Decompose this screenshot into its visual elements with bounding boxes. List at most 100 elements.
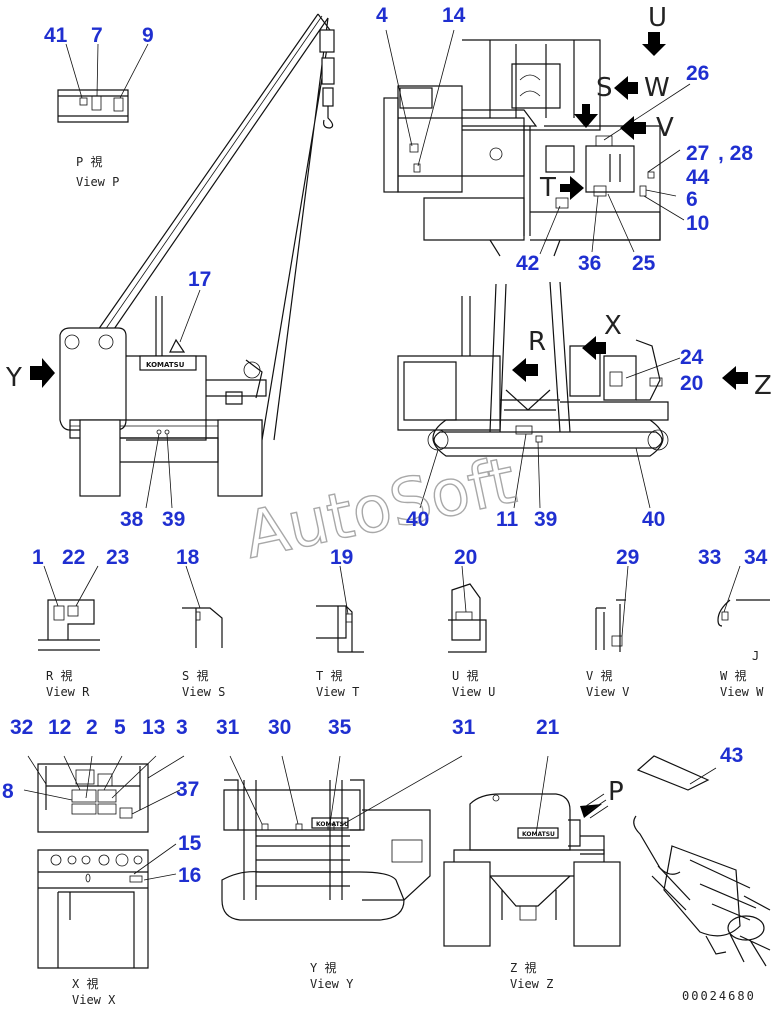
callout-20a: 20 xyxy=(680,372,703,395)
view-t-drawing xyxy=(316,565,364,653)
callout-43: 43 xyxy=(720,744,743,767)
callout-31a: 31 xyxy=(216,716,240,739)
view-y-drawing: KOMATSU xyxy=(221,755,463,921)
view-s-drawing xyxy=(182,565,223,648)
callout-17: 17 xyxy=(188,268,211,291)
caption-t-jp: T 視 xyxy=(316,668,342,683)
callout-20b: 20 xyxy=(454,546,477,569)
caption-w-en: View W xyxy=(720,685,764,699)
caption-v-jp: V 視 xyxy=(586,668,612,683)
caption-r-en: View R xyxy=(46,685,90,699)
callout-37: 37 xyxy=(176,778,199,801)
caption-v-en: View V xyxy=(586,685,629,699)
callout-12: 12 xyxy=(48,716,71,739)
caption-s-en: View S xyxy=(182,685,225,699)
letter-r: R xyxy=(528,327,546,357)
view-x-drawing xyxy=(23,755,185,969)
caption-u-jp: U 視 xyxy=(452,668,478,683)
callout-7: 7 xyxy=(91,24,103,47)
letter-t: T xyxy=(539,173,556,203)
callout-36: 36 xyxy=(578,252,601,275)
callout-11: 11 xyxy=(496,508,519,531)
callout-10: 10 xyxy=(686,212,709,235)
caption-z-jp: Z 視 xyxy=(510,960,536,975)
callout-4: 4 xyxy=(376,4,388,27)
callout-44: 44 xyxy=(686,166,710,189)
callout-9: 9 xyxy=(142,24,154,47)
letter-p: P xyxy=(608,777,624,807)
letter-z: Z xyxy=(754,371,772,401)
caption-s-jp: S 視 xyxy=(182,668,208,683)
callout-30: 30 xyxy=(268,716,291,739)
callout-35: 35 xyxy=(328,716,352,739)
view-p-arrow xyxy=(580,793,609,819)
callout-15: 15 xyxy=(178,832,202,855)
view-p-drawing xyxy=(57,43,149,123)
caption-z-en: View Z xyxy=(510,977,553,991)
callout-13: 13 xyxy=(142,716,165,739)
callout-40b: 40 xyxy=(642,508,665,531)
callout-6: 6 xyxy=(686,188,698,211)
callout-19: 19 xyxy=(330,546,353,569)
view-y-arrow xyxy=(30,358,55,388)
letter-x: X xyxy=(604,311,622,341)
caption-x-en: View X xyxy=(72,993,116,1007)
callout-21: 21 xyxy=(536,716,560,739)
letter-w: W xyxy=(644,73,670,103)
callout-28: , 28 xyxy=(718,142,753,165)
callout-34: 34 xyxy=(744,546,768,569)
letter-v: V xyxy=(656,113,674,143)
top-right-machine-view xyxy=(383,29,691,257)
callout-26: 26 xyxy=(686,62,709,85)
main-machine-side-view: KOMATSU xyxy=(59,13,335,509)
view-w-drawing: J xyxy=(717,565,770,663)
callout-29: 29 xyxy=(616,546,639,569)
caption-w-jp: W 視 xyxy=(720,668,746,683)
brand-label-y: KOMATSU xyxy=(316,821,349,828)
letter-s: S xyxy=(596,73,613,103)
view-captions: P 視 View P R 視 View R S 視 View S T 視 Vie… xyxy=(46,154,764,1007)
middle-right-view-arrows xyxy=(512,336,748,390)
brand-label-main: KOMATSU xyxy=(146,361,185,369)
label-j: J xyxy=(752,649,759,663)
view-letters: U S W V T X R Y Z P xyxy=(5,3,772,807)
callout-41: 41 xyxy=(44,24,68,47)
caption-y-jp: Y 視 xyxy=(310,960,336,975)
caption-t-en: View T xyxy=(316,685,359,699)
callout-27: 27 xyxy=(686,142,709,165)
callout-25: 25 xyxy=(632,252,656,275)
caption-x-jp: X 視 xyxy=(72,976,98,991)
view-r-drawing xyxy=(38,565,100,651)
top-right-view-arrows xyxy=(560,32,666,200)
item-43-drawing xyxy=(633,755,771,967)
watermark: AutoSoft xyxy=(238,444,522,574)
view-u-drawing xyxy=(448,565,487,653)
callout-42: 42 xyxy=(516,252,539,275)
view-z-drawing: KOMATSU xyxy=(443,755,621,947)
callout-22: 22 xyxy=(62,546,85,569)
caption-p-jp: P 視 xyxy=(76,154,102,169)
callout-1: 1 xyxy=(32,546,44,569)
view-v-drawing xyxy=(595,565,629,652)
callout-23: 23 xyxy=(106,546,129,569)
callout-8: 8 xyxy=(2,780,14,803)
callout-2: 2 xyxy=(86,716,98,739)
callout-numbers: 41 7 9 4 14 26 27 , 28 44 6 10 42 36 25 … xyxy=(2,4,768,887)
middle-right-machine-view xyxy=(397,281,681,509)
callout-32: 32 xyxy=(10,716,33,739)
letter-u: U xyxy=(648,3,667,33)
caption-y-en: View Y xyxy=(310,977,354,991)
callout-40a: 40 xyxy=(406,508,429,531)
callout-31b: 31 xyxy=(452,716,476,739)
callout-39b: 39 xyxy=(534,508,557,531)
callout-33: 33 xyxy=(698,546,721,569)
part-number: 00024680 xyxy=(682,989,756,1003)
caption-u-en: View U xyxy=(452,685,495,699)
callout-24: 24 xyxy=(680,346,704,369)
callout-5: 5 xyxy=(114,716,126,739)
callout-18: 18 xyxy=(176,546,200,569)
brand-label-z: KOMATSU xyxy=(522,831,555,838)
callout-38: 38 xyxy=(120,508,144,531)
callout-16: 16 xyxy=(178,864,201,887)
